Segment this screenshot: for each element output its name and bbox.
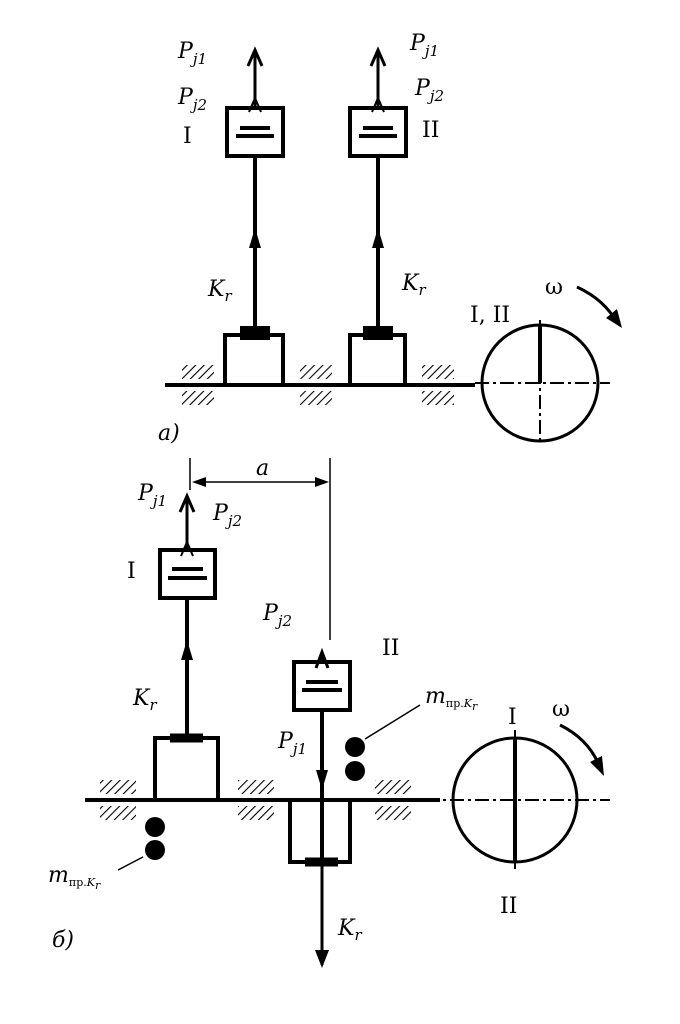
bearing-a-middle <box>300 365 332 405</box>
rod-arrow-a-1 <box>249 228 261 248</box>
caption-a: а) <box>158 421 180 446</box>
mass-label-upper: mпр.Kr <box>425 684 478 713</box>
cylinder-label-b-2: II <box>382 636 399 661</box>
circle-label-a: I, II <box>470 303 510 328</box>
piston-b-1 <box>158 548 217 600</box>
piston-a-1 <box>225 106 285 158</box>
crank-a-1 <box>223 333 285 385</box>
part-b <box>85 458 610 968</box>
mass-label-lower: mпр.Kr <box>48 863 101 892</box>
crank-a-2 <box>348 333 407 385</box>
omega-label-b: ω <box>552 697 570 722</box>
force-label-b-p2-lower: Pj2 <box>262 601 292 630</box>
piston-b-2 <box>292 660 352 712</box>
force-label-a-p1-left: Pj1 <box>177 39 207 68</box>
circle-label-b-top: I <box>508 705 517 730</box>
crankpin-a-2 <box>363 326 393 340</box>
force-label-b-p1-lower: Pj1 <box>277 729 307 758</box>
force-label-b-p2-top: Pj2 <box>212 501 242 530</box>
cylinder-label-a-2: II <box>422 118 439 143</box>
bearing-b-middle <box>238 780 274 820</box>
rod-arrow-a-2 <box>372 228 384 248</box>
cylinder-label-b-1: I <box>127 559 136 584</box>
force-label-a-p1-right: Pj1 <box>409 31 439 60</box>
bearing-b-left <box>100 780 136 820</box>
crank-b-2 <box>288 800 352 864</box>
cylinder-label-a-1: I <box>183 124 192 149</box>
mass-b-upper <box>345 737 365 781</box>
force-label-a-p2-right: Pj2 <box>414 76 444 105</box>
mass-b-lower <box>145 817 165 860</box>
rod-force-label-a-2: Kr <box>401 271 426 299</box>
crank-b-1 <box>153 736 220 800</box>
piston-a-2 <box>348 106 408 158</box>
force-label-b-p1-top: Pj1 <box>137 481 167 510</box>
bearing-a-right <box>422 365 454 405</box>
mass-leader-lower <box>117 856 144 871</box>
bearing-b-right <box>375 780 411 820</box>
rod-force-label-b-2: Kr <box>337 916 362 944</box>
rod-force-label-a-1: Kr <box>207 277 232 305</box>
mass-leader-upper <box>364 704 421 740</box>
dimension-label: a <box>256 456 269 481</box>
force-label-a-p2-left: Pj2 <box>177 85 207 114</box>
omega-label-a: ω <box>545 275 563 300</box>
caption-b: б) <box>52 928 74 953</box>
part-a <box>165 46 622 445</box>
rod-force-label-b-1: Kr <box>132 686 157 714</box>
circle-label-b-bottom: II <box>500 894 517 919</box>
crankpin-a-1 <box>240 326 270 340</box>
bearing-a-left <box>182 365 214 405</box>
